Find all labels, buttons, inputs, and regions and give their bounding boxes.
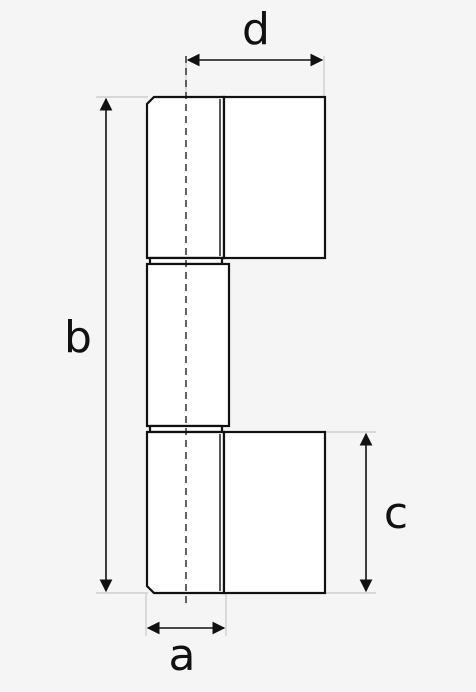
dimension-label-b: b	[64, 312, 92, 363]
middle-knuckle	[145, 262, 231, 428]
top-leaf-plate	[222, 95, 327, 260]
dimension-label-a: a	[169, 630, 196, 681]
bottom-leaf-plate	[222, 430, 327, 595]
extension-lines	[96, 56, 376, 636]
dimension-label-d: d	[242, 4, 270, 55]
hinge-body	[145, 95, 327, 595]
dimension-label-c: c	[384, 488, 408, 539]
dimension-lines	[99, 53, 373, 635]
